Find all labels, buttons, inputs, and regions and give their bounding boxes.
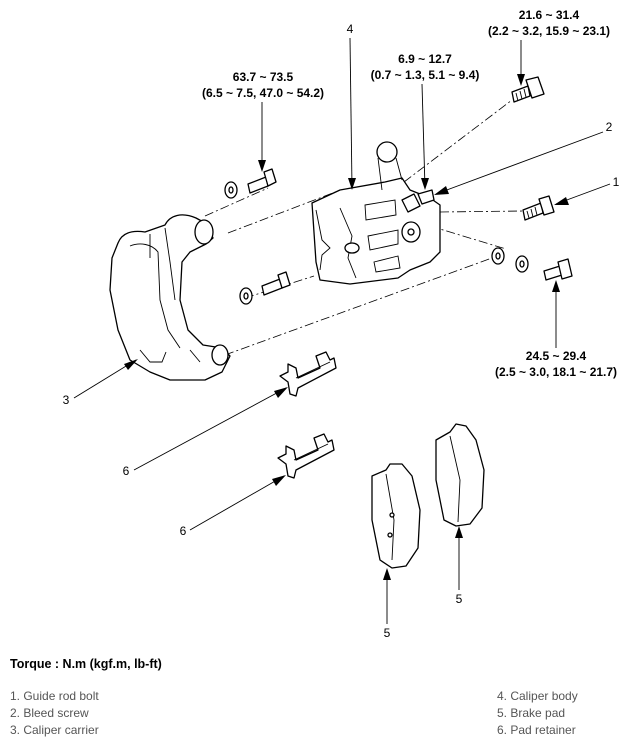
legend-item-guide-rod-bolt: 1. Guide rod bolt [10,689,99,703]
torque-carrier-line2: (6.5 ~ 7.5, 47.0 ~ 54.2) [202,86,324,100]
torque-bleed-line1: 6.9 ~ 12.7 [398,52,452,66]
callout-3: 3 [63,393,70,407]
caliper-body [311,141,441,285]
torque-label-bleed-screw: 6.9 ~ 12.7 (0.7 ~ 1.3, 5.1 ~ 9.4) [371,52,480,82]
callout-5b: 5 [384,626,391,640]
callout-1: 1 [613,175,620,189]
brake-pad-outer [435,423,485,527]
guide-bolt-lower [491,247,573,281]
legend-item-pad-retainer: 6. Pad retainer [497,723,576,737]
torque-units-title: Torque : N.m (kgf.m, lb-ft) [10,657,162,671]
callout-5a: 5 [456,592,463,606]
guide-rod-bolt [522,195,555,221]
legend-left-column: 1. Guide rod bolt 2. Bleed screw 3. Cali… [10,688,99,739]
torque-label-carrier: 63.7 ~ 73.5 (6.5 ~ 7.5, 47.0 ~ 54.2) [202,70,324,100]
torque-top-right-line1: 21.6 ~ 31.4 [519,8,580,22]
torque-label-top-right: 21.6 ~ 31.4 (2.2 ~ 3.2, 15.9 ~ 23.1) [488,8,610,38]
torque-carrier-line1: 63.7 ~ 73.5 [233,70,294,84]
leader-lines [73,37,611,624]
callout-2: 2 [606,120,613,134]
callout-4: 4 [347,22,354,36]
pad-retainer-upper [279,351,337,397]
callout-6a: 6 [123,464,130,478]
pad-retainer-lower [277,433,335,479]
torque-top-right-line2: (2.2 ~ 3.2, 15.9 ~ 23.1) [488,24,610,38]
carrier-bolt-upper [224,168,277,199]
torque-bleed-line2: (0.7 ~ 1.3, 5.1 ~ 9.4) [371,68,480,82]
legend-item-bleed-screw: 2. Bleed screw [10,706,89,720]
torque-guide-line2: (2.5 ~ 3.0, 18.1 ~ 21.7) [495,365,617,379]
legend-item-caliper-body: 4. Caliper body [497,689,578,703]
brake-pad-inner [371,463,421,569]
torque-guide-line1: 24.5 ~ 29.4 [526,349,587,363]
callout-6b: 6 [180,524,187,538]
legend-right-column: 4. Caliper body 5. Brake pad 6. Pad reta… [497,688,578,739]
legend-item-brake-pad: 5. Brake pad [497,706,566,720]
torque-label-guide-rod: 24.5 ~ 29.4 (2.5 ~ 3.0, 18.1 ~ 21.7) [495,349,617,379]
carrier-bolt-lower [239,271,291,305]
brake-caliper-exploded-diagram: 21.6 ~ 31.4 (2.2 ~ 3.2, 15.9 ~ 23.1) 6.9… [63,8,620,640]
legend-item-caliper-carrier: 3. Caliper carrier [10,723,99,737]
caliper-carrier [109,214,231,381]
bolt-top-right [511,76,545,103]
